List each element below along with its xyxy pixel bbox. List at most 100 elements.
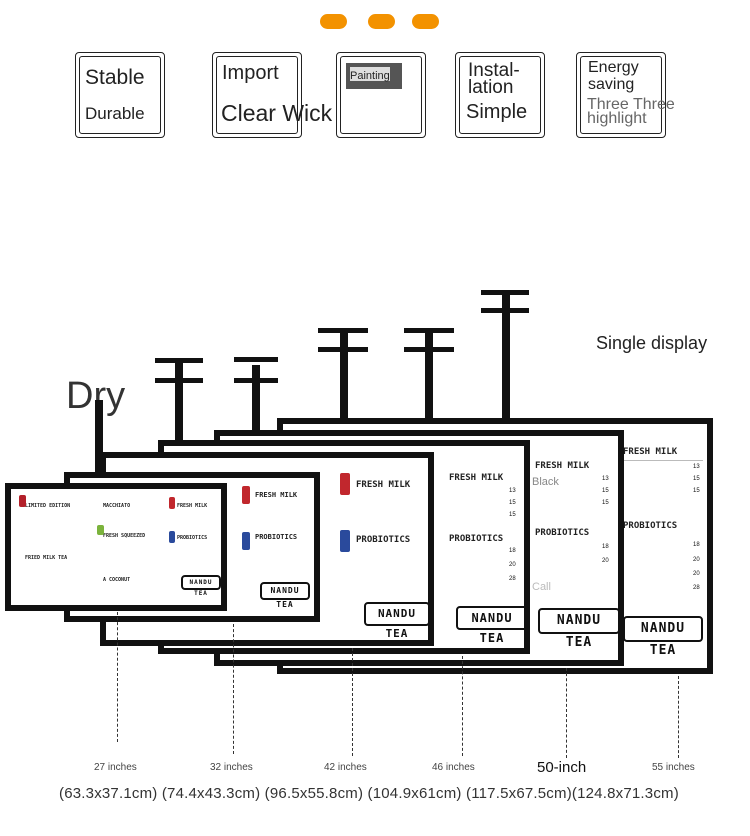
brand-logo: NANDU TEA bbox=[181, 575, 221, 597]
size-label-42: 42 inches bbox=[324, 762, 367, 773]
bracket-2a bbox=[155, 358, 203, 363]
orange-dot-2 bbox=[368, 14, 395, 29]
menu-heading-limited: LIMITED EDITION bbox=[25, 503, 71, 509]
menu-rule bbox=[618, 460, 703, 461]
dash-32 bbox=[233, 624, 234, 754]
pole-5 bbox=[425, 330, 433, 440]
bracket-4a bbox=[318, 328, 368, 333]
dimensions-row: (63.3x37.1cm) (74.4x43.3cm) (96.5x55.8cm… bbox=[59, 785, 679, 802]
pole-3 bbox=[252, 365, 260, 460]
menu-heading-fresh-squeezed: FRESH SQUEEZED bbox=[103, 533, 146, 539]
pole-1 bbox=[95, 400, 103, 480]
bracket-6b bbox=[481, 308, 529, 313]
feature-line-1: Instal- bbox=[468, 60, 520, 81]
feature-import-clear-wick: Import Clear Wick bbox=[212, 52, 332, 138]
call-label: Call bbox=[532, 581, 551, 593]
menu-price: 20 bbox=[693, 571, 700, 577]
dash-27 bbox=[117, 612, 118, 742]
menu-heading-fresh-milk: FRESH MILK bbox=[449, 473, 504, 483]
feature-line-1b: saving bbox=[588, 76, 635, 93]
bracket-5b bbox=[404, 347, 454, 352]
menu-price: 13 bbox=[693, 464, 700, 470]
milk-carton-blue bbox=[340, 530, 350, 552]
pole-2 bbox=[175, 362, 183, 452]
brand-logo: NANDU TEA bbox=[260, 582, 310, 609]
size-label-27: 27 inches bbox=[94, 762, 137, 773]
orange-dot-1 bbox=[320, 14, 347, 29]
painting-image bbox=[346, 63, 402, 89]
menu-heading-probiotics: PROBIOTICS bbox=[177, 535, 208, 541]
dash-50 bbox=[566, 668, 567, 758]
bracket-3a bbox=[234, 357, 278, 362]
feature-energy-saving: Energy saving Three Three highlight bbox=[576, 52, 675, 138]
menu-heading-fresh-milk: FRESH MILK bbox=[356, 480, 411, 490]
menu-price: 15 bbox=[509, 500, 516, 506]
pole-4 bbox=[340, 330, 348, 440]
menu-heading-fresh-milk: FRESH MILK bbox=[535, 461, 590, 471]
drink-cup-green bbox=[97, 525, 104, 535]
menu-price: 20 bbox=[509, 562, 516, 568]
pole-6 bbox=[502, 292, 510, 422]
single-display-label: Single display bbox=[596, 333, 708, 353]
drink-cup-blue bbox=[169, 531, 175, 543]
menu-price: 13 bbox=[602, 476, 609, 482]
menu-price: 15 bbox=[509, 512, 516, 518]
drink-cup-red bbox=[19, 495, 26, 507]
feature-line-1: Painting bbox=[350, 70, 390, 82]
menu-heading-fresh-milk: FRESH MILK bbox=[623, 447, 678, 457]
menu-price: 13 bbox=[509, 488, 516, 494]
brand-logo: NANDU TEA bbox=[456, 606, 524, 645]
feature-line-1: Stable bbox=[85, 66, 145, 89]
menu-heading-probiotics: PROBIOTICS bbox=[255, 533, 298, 541]
bracket-2b bbox=[155, 378, 203, 383]
menu-heading-fried-milk-tea: FRIED MILK TEA bbox=[25, 555, 68, 561]
menu-heading-probiotics: PROBIOTICS bbox=[356, 535, 411, 545]
menu-price: 15 bbox=[693, 476, 700, 482]
drink-cup-red-2 bbox=[169, 497, 175, 509]
feature-line-2: Simple bbox=[466, 101, 528, 123]
menu-heading-fresh-milk: FRESH MILK bbox=[177, 503, 208, 509]
menu-heading-probiotics: PROBIOTICS bbox=[449, 534, 504, 544]
size-label-55: 55 inches bbox=[652, 762, 695, 773]
brand-logo: NANDU TEA bbox=[538, 608, 618, 650]
menu-heading-coconut: A COCONUT bbox=[103, 577, 131, 583]
feature-line-2: Durable bbox=[85, 104, 145, 123]
orange-dot-3 bbox=[412, 14, 439, 29]
menu-price: 28 bbox=[693, 585, 700, 591]
menu-heading-probiotics: PROBIOTICS bbox=[623, 521, 678, 531]
dash-46 bbox=[462, 656, 463, 756]
size-label-50: 50-inch bbox=[537, 759, 587, 776]
size-label-32: 32 inches bbox=[210, 762, 253, 773]
feature-stable-durable: Stable Durable bbox=[75, 52, 165, 138]
brand-logo: NANDU TEA bbox=[364, 602, 428, 640]
feature-line-3: highlight bbox=[587, 110, 647, 127]
milk-carton-blue bbox=[242, 532, 250, 550]
dash-42 bbox=[352, 648, 353, 756]
bracket-5a bbox=[404, 328, 454, 333]
menu-heading-probiotics: PROBIOTICS bbox=[535, 528, 590, 538]
menu-price: 15 bbox=[602, 500, 609, 506]
menu-price: 15 bbox=[602, 488, 609, 494]
milk-carton-red bbox=[340, 473, 350, 495]
bracket-6a bbox=[481, 290, 529, 295]
menu-heading-fresh-milk: FRESH MILK bbox=[255, 491, 298, 499]
size-label-46: 46 inches bbox=[432, 762, 475, 773]
menu-price: 18 bbox=[693, 542, 700, 548]
feature-installation-simple: Instal- lation Simple bbox=[455, 52, 545, 138]
feature-line-2: Clear Wick bbox=[221, 100, 333, 126]
menu-price: 18 bbox=[602, 544, 609, 550]
feature-line-1: Energy bbox=[588, 59, 639, 76]
feature-painting: Painting bbox=[336, 52, 426, 138]
bracket-3b bbox=[234, 378, 278, 383]
milk-carton-red bbox=[242, 486, 250, 504]
feature-line-2: Three Three bbox=[587, 96, 675, 113]
feature-line-1b: lation bbox=[468, 77, 514, 98]
menu-price: 15 bbox=[693, 488, 700, 494]
menu-price: 18 bbox=[509, 548, 516, 554]
black-label: Black bbox=[532, 476, 559, 488]
brand-logo: NANDU TEA bbox=[623, 616, 703, 658]
menu-heading-macchiato: MACCHIATO bbox=[103, 503, 131, 509]
bracket-4b bbox=[318, 347, 368, 352]
menu-price: 20 bbox=[602, 558, 609, 564]
menu-price: 20 bbox=[693, 557, 700, 563]
